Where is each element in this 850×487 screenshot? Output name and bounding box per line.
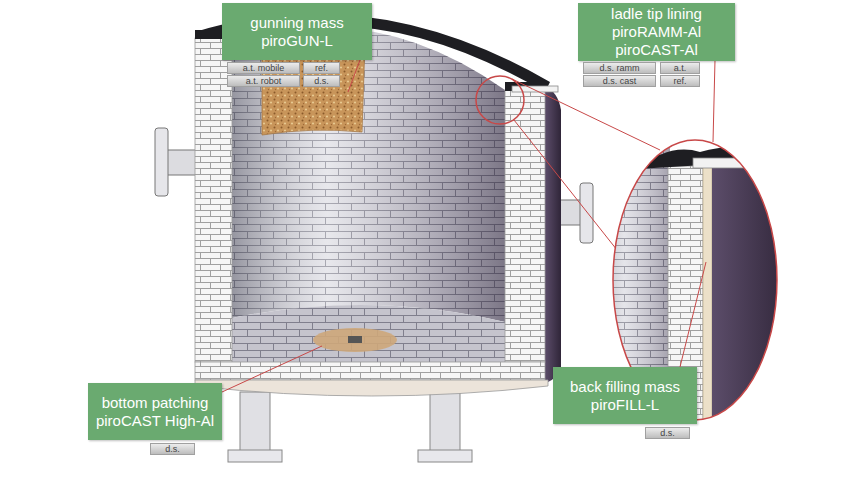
leader-line — [222, 346, 322, 392]
right-wall-section — [505, 90, 545, 362]
trunnion-arm — [167, 150, 197, 175]
badge-label: ref. — [673, 76, 686, 86]
leader-line — [713, 60, 715, 142]
product-name: piroGUN-L — [261, 32, 333, 50]
badge-label: a.t. mobile — [243, 63, 285, 73]
floor-bricks — [232, 305, 505, 362]
badge-label: d.s. — [165, 444, 180, 454]
document-badge: ref. — [660, 75, 700, 87]
badge-label: d.s. ramm — [599, 63, 639, 73]
ladle-foot — [228, 450, 282, 462]
product-heading: back filling mass — [570, 378, 680, 396]
product-name: piroCAST-Al — [615, 41, 698, 59]
zoom-line — [514, 120, 617, 250]
inset-backfill — [703, 166, 712, 436]
badge-label: d.s. — [660, 428, 675, 438]
bottom-insulation — [195, 380, 548, 396]
badge-label: d.s. — [314, 76, 329, 86]
document-badge: d.s. cast — [583, 75, 656, 87]
badge-label: a.t. robot — [246, 76, 282, 86]
product-box: ladle tip liningpiroRAMM-AlpiroCAST-Al — [578, 3, 735, 61]
floor-shade — [232, 305, 505, 362]
bottom-patch — [313, 328, 397, 352]
document-badge: ref. — [303, 62, 340, 74]
inset-shell — [712, 166, 792, 436]
product-box: bottom patchingpiroCAST High-Al — [88, 383, 222, 440]
leader-line — [680, 262, 706, 367]
product-heading: ladle tip lining — [611, 5, 702, 23]
tap-hole — [348, 336, 362, 343]
product-heading: gunning mass — [250, 14, 343, 32]
trunnion-plate — [155, 128, 168, 196]
trunnion-arm — [558, 200, 582, 225]
ladle-leg — [240, 392, 270, 452]
badge-label: d.s. cast — [603, 76, 637, 86]
product-box: gunning masspiroGUN-L — [222, 3, 372, 60]
document-badge: d.s. ramm — [583, 62, 656, 74]
product-name: piroRAMM-Al — [612, 23, 701, 41]
document-badge: d.s. — [303, 75, 340, 87]
zoom-line — [512, 79, 660, 150]
back-wall-shade — [232, 28, 505, 322]
steel-shell — [545, 86, 561, 382]
badge-label: a.t. — [674, 63, 687, 73]
back-wall-bricks — [232, 28, 505, 322]
trunnion-plate — [580, 183, 593, 243]
tip-plate — [512, 86, 558, 92]
product-heading: bottom patching — [102, 394, 209, 412]
document-badge: a.t. mobile — [227, 62, 300, 74]
product-name: piroCAST High-Al — [96, 412, 214, 430]
zoom-circle — [476, 76, 524, 124]
product-name: piroFILL-L — [591, 396, 659, 414]
leader-line — [348, 60, 360, 92]
ladle-leg — [430, 392, 460, 452]
document-badge: a.t. robot — [227, 75, 300, 87]
document-badge: a.t. — [660, 62, 700, 74]
bottom-section — [195, 362, 545, 380]
product-box: back filling masspiroFILL-L — [553, 367, 697, 424]
document-badge: d.s. — [645, 427, 690, 439]
ladle-foot — [418, 450, 472, 462]
badge-label: ref. — [315, 63, 328, 73]
document-badge: d.s. — [150, 443, 195, 455]
